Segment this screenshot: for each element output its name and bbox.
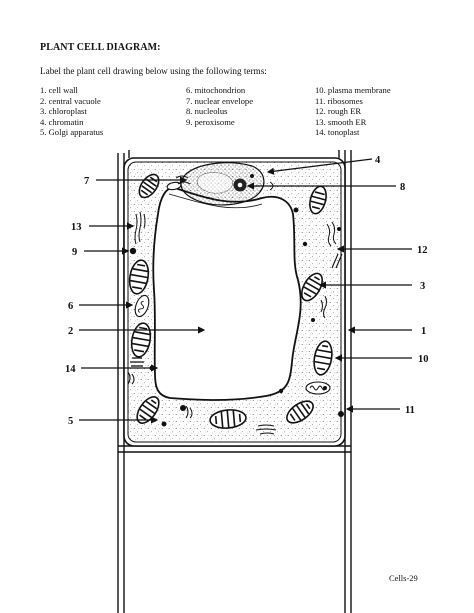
term-item: 5. Golgi apparatus	[40, 127, 104, 138]
label-8: 8	[400, 182, 405, 193]
terms-column-1: 1. cell wall 2. central vacuole 3. chlor…	[40, 85, 103, 138]
term-item: 13. smooth ER	[315, 116, 367, 127]
tonoplast	[168, 193, 263, 209]
label-4: 4	[375, 155, 381, 166]
label-5: 5	[68, 416, 73, 427]
term-item: 7. nuclear envelope	[186, 95, 254, 106]
label-2: 2	[68, 326, 73, 337]
term-item: 10. plasma membrane	[315, 85, 391, 95]
label-10: 10	[418, 354, 429, 365]
label-9: 9	[72, 247, 77, 258]
page-title: PLANT CELL DIAGRAM:	[40, 42, 161, 53]
nucleus	[180, 162, 265, 206]
label-13: 13	[71, 222, 82, 233]
label-pointers	[79, 158, 412, 424]
instructions: Label the plant cell drawing below using…	[40, 66, 267, 76]
endoplasmic-reticulum	[127, 175, 343, 435]
label-7: 7	[84, 176, 89, 187]
label-14: 14	[65, 364, 76, 375]
label-6: 6	[68, 301, 73, 312]
term-item: 4. chromatin	[40, 116, 84, 127]
page-footer: Cells-29	[389, 573, 418, 583]
label-1: 1	[421, 326, 426, 337]
label-12: 12	[417, 245, 428, 256]
mitochondria	[134, 181, 331, 395]
label-11: 11	[405, 405, 415, 416]
term-item: 8. nucleolus	[186, 106, 228, 117]
term-item: 3. chloroplast	[40, 106, 87, 117]
term-item: 12. rough ER	[315, 106, 362, 117]
term-item: 1. cell wall	[40, 85, 78, 95]
term-item: 9. peroxisome	[186, 116, 235, 127]
term-item: 2. central vacuole	[40, 95, 101, 106]
term-item: 11. ribosomes	[315, 95, 363, 106]
labels: 7 4 8 13 9 12 3 6 2 1 10 14 11 5	[65, 155, 429, 427]
label-3: 3	[420, 281, 425, 292]
term-item: 6. mitochondrion	[186, 85, 246, 95]
term-item: 14. tonoplast	[315, 127, 360, 138]
central-vacuole	[152, 186, 302, 401]
terms-column-3: 10. plasma membrane 11. ribosomes 12. ro…	[315, 85, 391, 138]
terms-column-2: 6. mitochondrion 7. nuclear envelope 8. …	[186, 85, 253, 127]
